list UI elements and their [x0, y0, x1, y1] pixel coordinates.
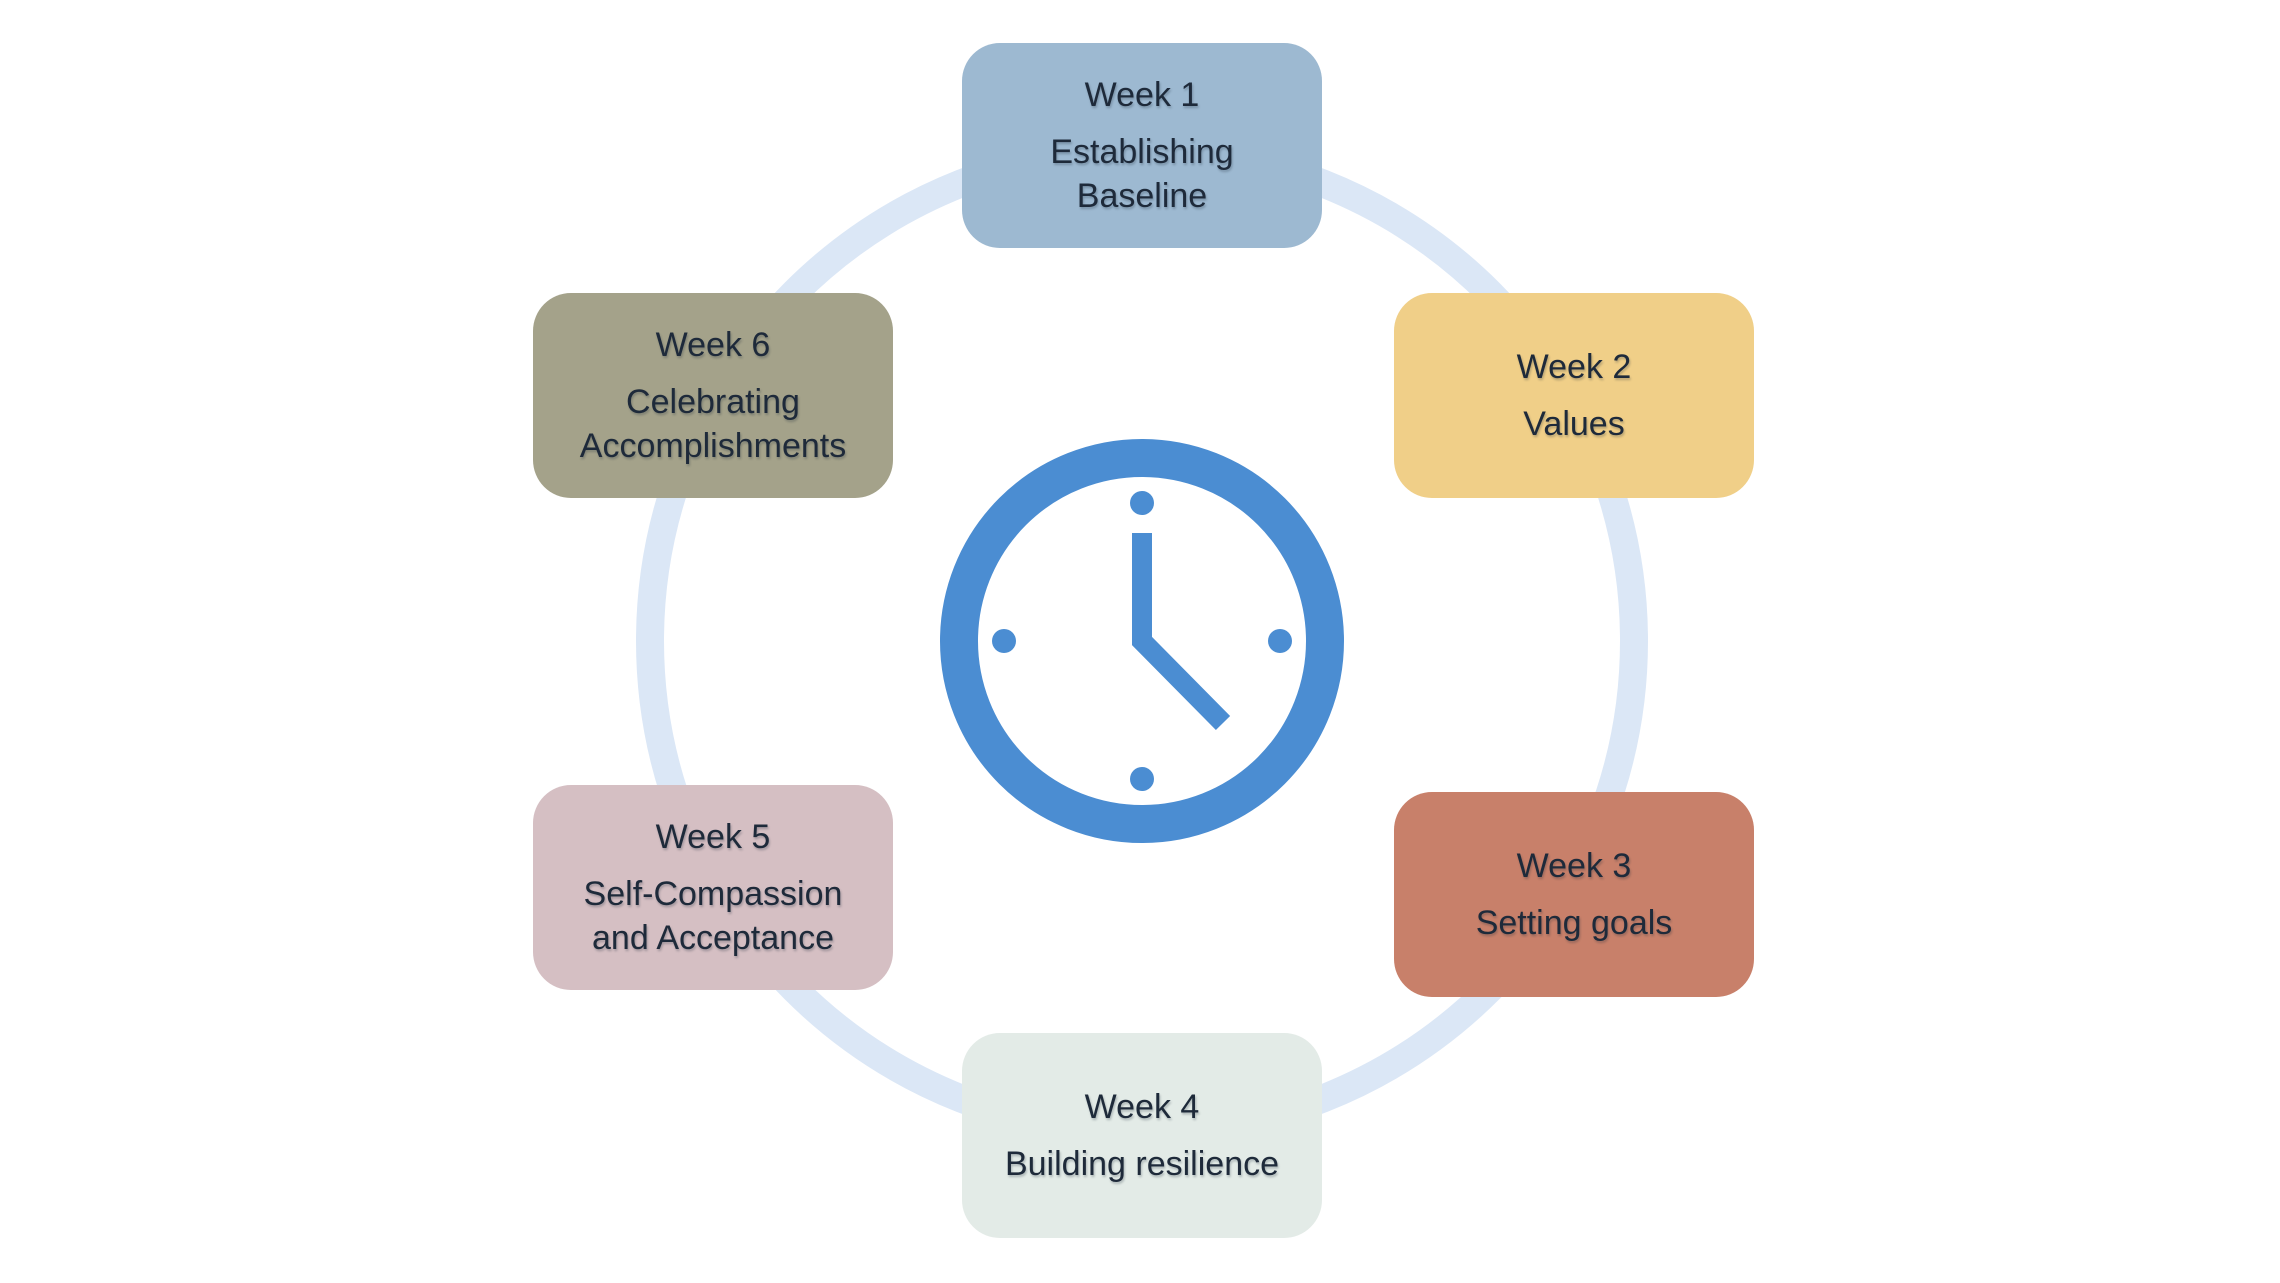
clock-hands [1132, 533, 1231, 731]
week-4-card: Week 4 Building resilience [962, 1033, 1322, 1238]
week-5-card: Week 5 Self-Compassion and Acceptance [533, 785, 893, 990]
week-3-topic: Setting goals [1475, 904, 1673, 942]
week-6-card: Week 6 Celebrating Accomplishments [533, 293, 893, 498]
week-4-label: Week 4 [1084, 1088, 1200, 1126]
week-1-label: Week 1 [1084, 76, 1200, 114]
week-2-card: Week 2 Values [1394, 293, 1754, 498]
clock-tick-9 [992, 629, 1016, 653]
week-4-topic: Building resilience [1004, 1145, 1280, 1183]
week-6-topic: Celebrating Accomplishments [579, 383, 847, 465]
week-2-topic: Values [1523, 405, 1625, 443]
clock-icon [940, 439, 1344, 843]
clock-tick-3 [1268, 629, 1292, 653]
week-3-card: Week 3 Setting goals [1394, 792, 1754, 997]
week-2-label: Week 2 [1516, 348, 1632, 386]
week-1-card: Week 1 Establishing Baseline [962, 43, 1322, 248]
week-6-label: Week 6 [655, 326, 771, 364]
clock-tick-12 [1130, 491, 1154, 515]
week-1-topic: Establishing Baseline [1050, 133, 1234, 215]
week-5-topic: Self-Compassion and Acceptance [583, 875, 843, 957]
clock-tick-6 [1130, 767, 1154, 791]
week-3-label: Week 3 [1516, 847, 1632, 885]
week-5-label: Week 5 [655, 818, 771, 856]
